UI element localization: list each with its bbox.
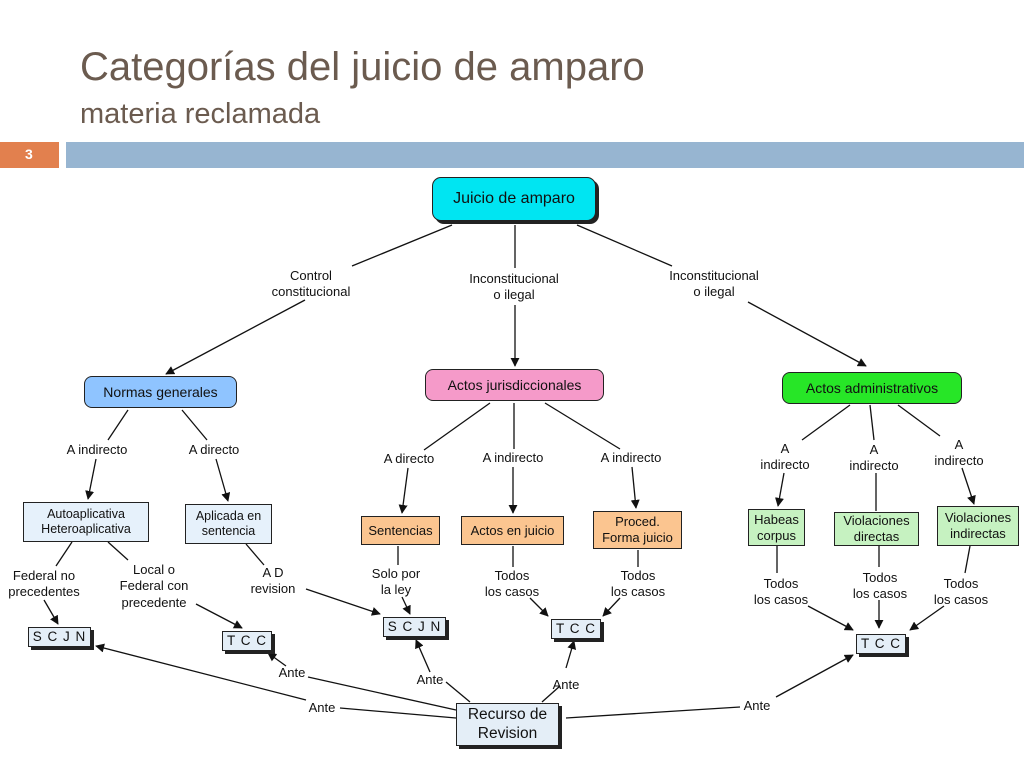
arrow-incons-right-actos-adm <box>747 301 867 367</box>
label-todos-los-casos-4: Todos los casos <box>852 570 908 602</box>
label-a-directo-normas: A directo <box>188 442 240 457</box>
arrow-ad-scjn-mid <box>305 588 381 616</box>
slide-subtitle: materia reclamada <box>80 98 321 130</box>
label-control-constitucional: Control constitucional <box>271 268 351 300</box>
connector-viol-indirectas-todos <box>964 545 971 574</box>
label-a-directo-actos-jur: A directo <box>383 451 435 466</box>
arrow-a-directo-aplicada <box>215 458 231 502</box>
node-actos-en-juicio: Actos en juicio <box>461 516 564 545</box>
arrow-todos-tcc-right-1 <box>807 605 854 631</box>
arrow-ante-2-tcc-left <box>267 652 287 667</box>
label-federal-no-precedentes: Federal no precedentes <box>8 568 80 600</box>
arrow-a-indirecto-viol-indirectas <box>961 467 976 505</box>
connector-actos-jur-a-directo <box>423 402 491 451</box>
node-scjn-left: S C J N <box>28 627 91 647</box>
connector-recurso-ante-3 <box>445 681 471 703</box>
connector-recurso-ante-5 <box>565 706 741 719</box>
label-todos-los-casos-1: Todos los casos <box>484 568 540 600</box>
node-habeas-corpus: Habeas corpus <box>748 509 805 546</box>
arrow-ante-3-scjn-mid <box>415 639 431 673</box>
label-solo-por-la-ley: Solo por la ley <box>371 566 421 598</box>
connector-aplicada-ad <box>245 543 265 566</box>
connector-actos-adm-a-indirecto-6 <box>897 404 941 437</box>
connector-autoaplicativa-local <box>107 541 129 561</box>
label-ante-tcc-mid: Ante <box>552 677 580 692</box>
label-todos-los-casos-5: Todos los casos <box>933 576 989 608</box>
slide-title: Categorías del juicio de amparo <box>80 45 645 89</box>
node-tcc-right: T C C <box>856 634 906 654</box>
arrow-local-tcc-left <box>195 603 243 629</box>
node-autoaplicativa-heteroaplicativa: Autoaplicativa Heteroaplicativa <box>23 502 149 542</box>
arrow-ante-5-tcc-right <box>775 654 854 698</box>
arrow-control-normas <box>165 299 306 375</box>
node-tcc-left: T C C <box>222 631 272 651</box>
connector-root-control <box>351 224 453 267</box>
node-normas-generales: Normas generales <box>84 376 237 408</box>
node-violaciones-directas: Violaciones directas <box>834 512 919 546</box>
label-ante-tcc-right: Ante <box>743 698 771 713</box>
label-todos-los-casos-2: Todos los casos <box>610 568 666 600</box>
label-ante-scjn-mid: Ante <box>416 672 444 687</box>
label-local-federal-precedente: Local o Federal con precedente <box>119 562 189 610</box>
connector-actos-adm-a-indirecto-5 <box>869 404 875 441</box>
arrow-ante-4-tcc-mid <box>565 640 577 669</box>
connector-recurso-ante-2 <box>307 676 457 711</box>
connector-actos-adm-a-indirecto-4 <box>801 404 851 441</box>
label-ante-tcc-left: Ante <box>278 665 306 680</box>
connector-recurso-ante-4 <box>541 685 561 703</box>
arrow-a-indirecto-proced <box>630 466 640 509</box>
label-ad-revision: A D revision <box>250 565 296 597</box>
arrow-todos-tcc-mid-1 <box>529 597 549 617</box>
node-sentencias: Sentencias <box>361 516 440 545</box>
node-actos-administrativos: Actos administrativos <box>782 372 962 404</box>
node-juicio-de-amparo: Juicio de amparo <box>432 177 596 221</box>
header-divider-bar <box>66 142 1024 168</box>
label-a-indirecto-adm-1: A indirecto <box>760 441 810 473</box>
label-a-indirecto-actos-jur-1: A indirecto <box>482 450 544 465</box>
connector-normas-a-indirecto <box>107 409 129 441</box>
connector-autoaplicativa-federal <box>55 541 73 567</box>
node-proced-forma-juicio: Proced. Forma juicio <box>593 511 682 549</box>
slide-number-bar <box>0 142 59 168</box>
node-tcc-mid: T C C <box>551 619 601 639</box>
label-inconstitucional-right: Inconstitucional o ilegal <box>669 268 759 300</box>
arrow-solo-ley-scjn-mid <box>401 596 411 615</box>
connector-recurso-ante-1 <box>339 707 457 719</box>
label-ante-scjn-left: Ante <box>308 700 336 715</box>
node-aplicada-en-sentencia: Aplicada en sentencia <box>185 504 272 544</box>
arrow-ante-1-scjn-left <box>95 643 307 701</box>
label-a-indirecto-normas: A indirecto <box>66 442 128 457</box>
node-violaciones-indirectas: Violaciones indirectas <box>937 506 1019 546</box>
arrow-a-directo-sentencias <box>398 467 409 514</box>
slide-number: 3 <box>25 146 33 162</box>
node-scjn-mid: S C J N <box>383 617 446 637</box>
connector-normas-a-directo <box>181 409 208 441</box>
connector-actos-jur-a-indirecto-3 <box>544 402 621 450</box>
node-actos-jurisdiccionales: Actos jurisdiccionales <box>425 369 604 401</box>
label-a-indirecto-adm-2: A indirecto <box>849 442 899 474</box>
label-todos-los-casos-3: Todos los casos <box>753 576 809 608</box>
arrow-a-indirecto-autoaplicativa <box>85 458 97 500</box>
label-a-indirecto-adm-3: A indirecto <box>934 437 984 469</box>
node-recurso-de-revision: Recurso de Revision <box>456 703 559 746</box>
arrow-todos-tcc-right-3 <box>909 605 945 631</box>
label-a-indirecto-actos-jur-2: A indirecto <box>600 450 662 465</box>
label-inconstitucional-mid: Inconstitucional o ilegal <box>469 271 559 303</box>
arrow-a-indirecto-habeas <box>775 472 785 507</box>
connector-root-incons-right <box>576 224 673 267</box>
arrow-federal-scjn-left <box>43 599 59 625</box>
arrow-todos-tcc-mid-2 <box>602 597 621 617</box>
